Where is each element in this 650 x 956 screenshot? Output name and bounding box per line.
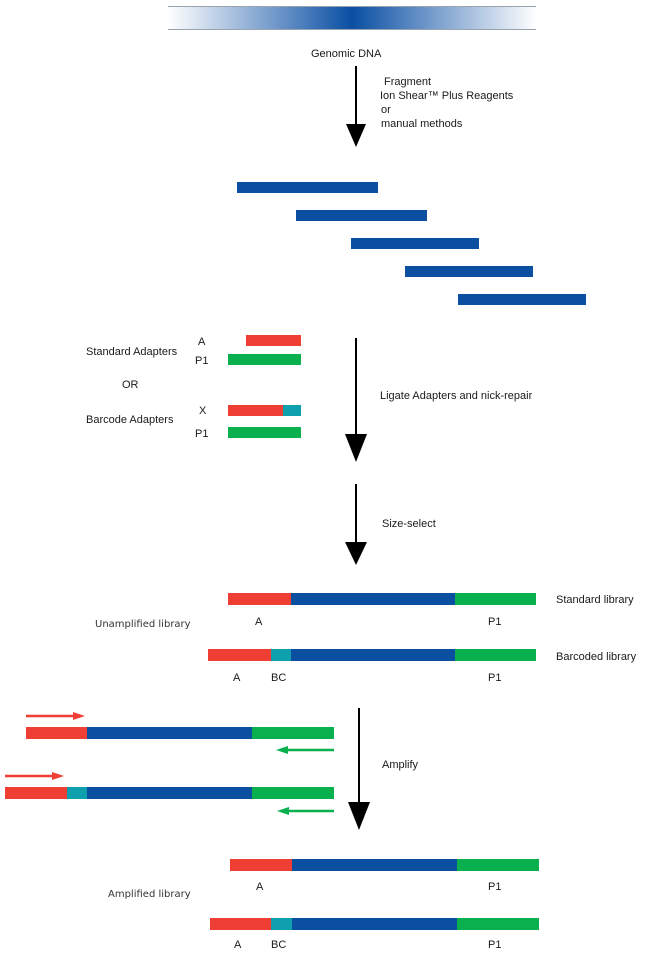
adapter-x-bar bbox=[228, 405, 283, 416]
barcoded-template-construct bbox=[5, 787, 334, 799]
unamplified-library-label: Unamplified library bbox=[95, 619, 191, 630]
segment-insert bbox=[291, 649, 455, 661]
segment-label-p1: P1 bbox=[488, 616, 501, 628]
segment-p1 bbox=[457, 918, 539, 930]
ligate-step-text: Ligate Adapters and nick-repair bbox=[380, 390, 533, 402]
size-select-step-arrow bbox=[345, 484, 367, 565]
genomic-dna-label: Genomic DNA bbox=[311, 48, 382, 60]
segment-label-a: A bbox=[256, 881, 264, 893]
segment-label-bc: BC bbox=[271, 672, 286, 684]
segment-label-p1: P1 bbox=[488, 672, 501, 684]
unamplified-library: Unamplified library Standard library A P… bbox=[95, 593, 637, 684]
segment-label-a: A bbox=[234, 939, 242, 951]
segment-label-p1: P1 bbox=[488, 881, 501, 893]
barcoded-library-construct bbox=[208, 649, 536, 661]
amplify-step-arrow bbox=[348, 708, 370, 830]
segment-label-p1: P1 bbox=[488, 939, 501, 951]
amplified-library-label: Amplified library bbox=[108, 889, 191, 900]
dna-fragment bbox=[458, 294, 586, 305]
step-line: or bbox=[381, 104, 391, 116]
reverse-primer-arrow bbox=[277, 807, 334, 815]
step-line: Ion Shear™ Plus Reagents bbox=[380, 90, 514, 102]
adapter-p1-label: P1 bbox=[195, 428, 208, 440]
adapter-p1-bar bbox=[228, 354, 301, 365]
amplified-library: Amplified library A P1 A BC P1 bbox=[108, 859, 539, 951]
forward-primer-arrow bbox=[26, 712, 85, 720]
segment-a bbox=[228, 593, 291, 605]
header-band bbox=[168, 6, 536, 30]
fragment-step-text: Fragment Ion Shear™ Plus Reagents or man… bbox=[380, 76, 514, 130]
segment-insert bbox=[292, 859, 457, 871]
barcode-adapters-label: Barcode Adapters bbox=[86, 414, 174, 426]
segment-a bbox=[230, 859, 292, 871]
size-select-step-text: Size-select bbox=[382, 518, 436, 530]
step-line: manual methods bbox=[381, 118, 463, 130]
standard-library-label: Standard library bbox=[556, 594, 634, 606]
adapter-x-barcode bbox=[283, 405, 301, 416]
segment-bc bbox=[271, 649, 291, 661]
segment-label-a: A bbox=[233, 672, 241, 684]
segment-a bbox=[208, 649, 271, 661]
adapter-a-label: A bbox=[198, 336, 206, 348]
ligate-step-arrow bbox=[345, 338, 367, 462]
segment-p1 bbox=[455, 649, 536, 661]
segment-p1 bbox=[455, 593, 536, 605]
segment-p1 bbox=[457, 859, 539, 871]
dna-fragment bbox=[237, 182, 378, 193]
dna-fragment bbox=[351, 238, 479, 249]
dna-fragment bbox=[405, 266, 533, 277]
amplify-step-text: Amplify bbox=[382, 759, 419, 771]
segment-label-a: A bbox=[255, 616, 263, 628]
adapter-p1-bar bbox=[228, 427, 301, 438]
step-line: Fragment bbox=[384, 76, 431, 88]
forward-primer-arrow bbox=[5, 772, 64, 780]
segment-a bbox=[210, 918, 271, 930]
reverse-primer-arrow bbox=[276, 746, 334, 754]
standard-template-construct bbox=[26, 727, 334, 739]
amplified-barcoded-construct bbox=[210, 918, 539, 930]
segment-bc bbox=[271, 918, 292, 930]
segment-insert bbox=[292, 918, 457, 930]
segment-label-bc: BC bbox=[271, 939, 286, 951]
adapter-p1-label: P1 bbox=[195, 355, 208, 367]
or-label: OR bbox=[122, 379, 139, 391]
fragment-step-arrow bbox=[346, 66, 366, 147]
adapter-a-bar bbox=[246, 335, 301, 346]
barcoded-library-label: Barcoded library bbox=[556, 651, 637, 663]
adapters-legend: Standard Adapters OR Barcode Adapters A … bbox=[86, 335, 301, 440]
adapter-x-label: X bbox=[199, 405, 207, 417]
amplification-templates bbox=[5, 712, 334, 815]
segment-insert bbox=[291, 593, 455, 605]
dna-fragment bbox=[296, 210, 427, 221]
standard-library-construct bbox=[228, 593, 536, 605]
amplified-standard-construct bbox=[230, 859, 539, 871]
dna-fragments bbox=[237, 182, 586, 305]
standard-adapters-label: Standard Adapters bbox=[86, 346, 178, 358]
